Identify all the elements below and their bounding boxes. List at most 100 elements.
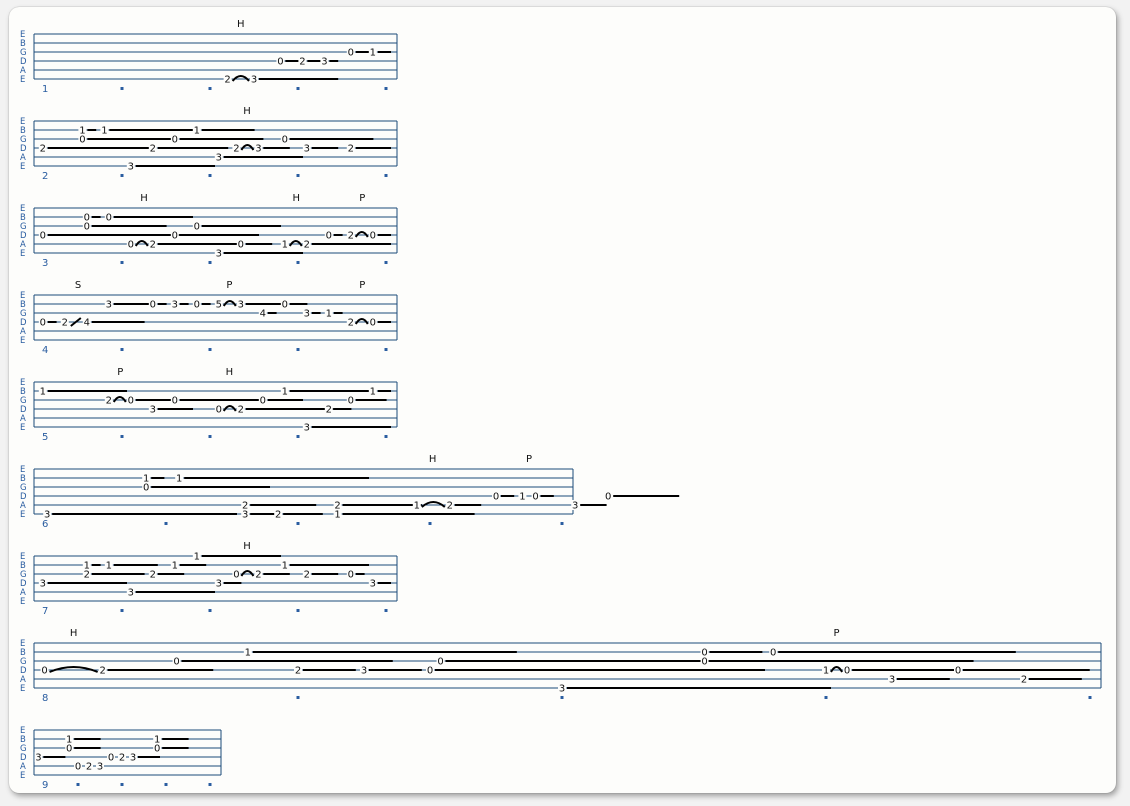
fret-number[interactable]: 0 [84,222,90,233]
fret-number[interactable]: 0 [66,744,72,755]
fret-number[interactable]: 0 [844,666,850,677]
fret-number[interactable]: 1 [194,126,200,137]
fret-number[interactable]: 2 [255,570,261,581]
fret-number[interactable]: 1 [79,126,85,137]
fret-number[interactable]: 0 [40,231,46,242]
fret-number[interactable]: 2 [1021,675,1027,686]
fret-number[interactable]: 0 [437,657,443,668]
fret-number[interactable]: 2 [150,240,156,251]
fret-number[interactable]: 0 [128,240,134,251]
fret-number[interactable]: 3 [242,510,248,521]
fret-number[interactable]: 0 [75,762,81,773]
fret-number[interactable]: 0 [282,300,288,311]
fret-number[interactable]: 2 [150,144,156,155]
fret-number[interactable]: 2 [106,396,112,407]
fret-number[interactable]: 0 [154,744,160,755]
fret-number[interactable]: 1 [143,474,149,485]
fret-number[interactable]: 0 [79,135,85,146]
fret-number[interactable]: 2 [295,666,301,677]
fret-number[interactable]: 3 [172,300,178,311]
fret-number[interactable]: 1 [106,561,112,572]
fret-number[interactable]: 0 [40,318,46,329]
fret-number[interactable]: 2 [304,570,310,581]
fret-number[interactable]: 2 [150,570,156,581]
fret-number[interactable]: 3 [255,144,261,155]
fret-number[interactable]: 0 [701,648,707,659]
fret-number[interactable]: 0 [955,666,961,677]
fret-number[interactable]: 2 [304,240,310,251]
fret-number[interactable]: 0 [172,396,178,407]
fret-number[interactable]: 3 [238,300,244,311]
fret-number[interactable]: 1 [101,126,107,137]
fret-number[interactable]: 0 [172,231,178,242]
fret-number[interactable]: 1 [282,387,288,398]
fret-number[interactable]: 0 [277,57,283,68]
fret-number[interactable]: 3 [370,579,376,590]
fret-number[interactable]: 1 [84,561,90,572]
fret-number[interactable]: 1 [519,492,525,503]
fret-number[interactable]: 3 [304,144,310,155]
fret-number[interactable]: 3 [216,579,222,590]
fret-number[interactable]: 3 [889,675,895,686]
fret-number[interactable]: 0 [233,570,239,581]
fret-number[interactable]: 2 [299,57,305,68]
fret-number[interactable]: 0 [532,492,538,503]
fret-number[interactable]: 1 [176,474,182,485]
fret-number[interactable]: 0 [701,657,707,668]
fret-number[interactable]: 2 [84,570,90,581]
fret-number[interactable]: 3 [304,309,310,320]
fret-number[interactable]: 3 [44,510,50,521]
fret-number[interactable]: 2 [348,144,354,155]
fret-number[interactable]: 3 [216,153,222,164]
fret-number[interactable]: 0 [194,300,200,311]
fret-number[interactable]: 3 [35,753,41,764]
fret-number[interactable]: 1 [823,666,829,677]
fret-number[interactable]: 0 [128,396,134,407]
fret-number[interactable]: 2 [348,231,354,242]
fret-number[interactable]: 2 [40,144,46,155]
fret-number[interactable]: 1 [414,501,420,512]
fret-number[interactable]: 0 [260,396,266,407]
fret-number[interactable]: 0 [41,666,47,677]
fret-number[interactable]: 1 [172,561,178,572]
fret-number[interactable]: 0 [493,492,499,503]
fret-number[interactable]: 3 [97,762,103,773]
fret-number[interactable]: 2 [233,144,239,155]
fret-number[interactable]: 1 [326,309,332,320]
fret-number[interactable]: 0 [326,231,332,242]
fret-number[interactable]: 1 [334,510,340,521]
fret-number[interactable]: 0 [150,300,156,311]
fret-number[interactable]: 1 [40,387,46,398]
fret-number[interactable]: 1 [245,648,251,659]
fret-number[interactable]: 0 [770,648,776,659]
fret-number[interactable]: 0 [282,135,288,146]
fret-number[interactable]: 2 [224,75,230,86]
fret-number[interactable]: 0 [216,405,222,416]
fret-number[interactable]: 2 [238,405,244,416]
fret-number[interactable]: 3 [251,75,257,86]
fret-number[interactable]: 3 [106,300,112,311]
fret-number[interactable]: 0 [194,222,200,233]
fret-number[interactable]: 0 [84,213,90,224]
fret-number[interactable]: 2 [242,501,248,512]
fret-number[interactable]: 2 [275,510,281,521]
fret-number[interactable]: 2 [119,753,125,764]
fret-number[interactable]: 2 [447,501,453,512]
fret-number[interactable]: 0 [348,48,354,59]
fret-number[interactable]: 1 [282,240,288,251]
fret-number[interactable]: 1 [370,387,376,398]
fret-number[interactable]: 0 [605,492,611,503]
fret-number[interactable]: 0 [370,318,376,329]
fret-number[interactable]: 0 [143,483,149,494]
fret-number[interactable]: 3 [572,501,578,512]
fret-number[interactable]: 0 [173,657,179,668]
fret-number[interactable]: 1 [194,552,200,563]
fret-number[interactable]: 3 [128,588,134,599]
fret-number[interactable]: 1 [154,735,160,746]
fret-number[interactable]: 4 [260,309,266,320]
fret-number[interactable]: 3 [361,666,367,677]
fret-number[interactable]: 4 [84,318,90,329]
fret-number[interactable]: 1 [370,48,376,59]
fret-number[interactable]: 3 [321,57,327,68]
fret-number[interactable]: 0 [370,231,376,242]
